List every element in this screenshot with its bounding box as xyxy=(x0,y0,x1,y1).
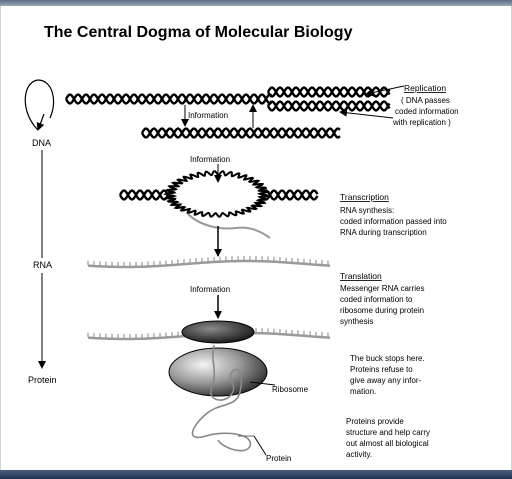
diagram-title: The Central Dogma of Molecular Biology xyxy=(44,24,353,41)
dna-loop-arrowhead xyxy=(36,113,45,131)
dna-loop-arrow xyxy=(24,79,55,131)
helix-strand xyxy=(266,100,391,112)
dna-helix-middle xyxy=(140,127,341,139)
helix-strand xyxy=(140,127,341,139)
proteins-provide-line-2: structure and help carry xyxy=(346,428,430,437)
mrna-strand-upper xyxy=(87,256,331,269)
buck-stops-line-2: Proteins refuse to xyxy=(350,365,413,374)
dna-helix-right-lower xyxy=(266,100,391,112)
dna-helix-transcription-left xyxy=(118,189,172,201)
replication-line-1: ( DNA passes xyxy=(401,96,450,105)
buck-stops-line-1: The buck stops here. xyxy=(350,354,425,363)
replication-heading: Replication xyxy=(404,83,446,93)
dna-helix-right-upper xyxy=(266,86,391,98)
info-label-transcription: Information xyxy=(190,155,230,164)
buck-stops-line-4: mation. xyxy=(350,387,376,396)
protein-chain xyxy=(191,344,251,452)
protein-pointer-line xyxy=(253,435,267,456)
ribosome-label: Ribosome xyxy=(272,385,309,394)
transcription-line-2: coded information passed into xyxy=(340,217,447,226)
axis-label-dna: DNA xyxy=(32,138,51,148)
proteins-provide-line-1: Proteins provide xyxy=(346,417,404,426)
transcription-heading: Transcription xyxy=(340,192,389,202)
translation-line-1: Messenger RNA carries xyxy=(340,284,424,293)
helix-strand xyxy=(64,93,273,105)
ribosome-pointer xyxy=(249,381,276,386)
buck-stops-line-3: give away any infor- xyxy=(350,376,421,385)
transcription-line-3: RNA during transcription xyxy=(340,228,427,237)
helix-strand xyxy=(64,93,273,105)
proteins-provide-line-4: activity. xyxy=(346,450,372,459)
helix-strand xyxy=(140,127,341,139)
helix-strand xyxy=(260,189,319,201)
translation-line-2: coded information to xyxy=(340,295,413,304)
helix-strand xyxy=(260,189,319,201)
nascent-rna-strand xyxy=(187,213,271,239)
helix-strand xyxy=(266,86,391,98)
top-band xyxy=(0,0,512,6)
transcription-bubble-top xyxy=(163,170,271,196)
dna-helix-transcription-right xyxy=(260,189,319,201)
replication-line-3: with replication ) xyxy=(392,118,451,127)
info-label-translation: Information xyxy=(190,285,230,294)
protein-label: Protein xyxy=(266,454,291,463)
replication-pointer-lower xyxy=(339,108,394,119)
replication-pointer-upper xyxy=(365,85,405,97)
dna-helix-top xyxy=(64,93,273,105)
mrna-backbone xyxy=(87,259,331,269)
replication-line-2: coded information xyxy=(395,107,459,116)
helix-strand xyxy=(266,100,391,112)
axis-label-rna: RNA xyxy=(33,260,52,270)
transcription-bubble-bottom xyxy=(163,194,271,218)
ribosome-large-subunit xyxy=(168,347,268,397)
translation-line-3: ribosome during protein xyxy=(340,306,424,315)
info-label-replication: Information xyxy=(188,111,228,120)
translation-line-4: synthesis xyxy=(340,317,373,326)
translation-heading: Translation xyxy=(340,271,382,281)
axis-label-protein: Protein xyxy=(28,375,57,385)
bottom-band xyxy=(0,470,512,479)
transcription-line-1: RNA synthesis: xyxy=(340,206,394,215)
ribosome-small-subunit xyxy=(181,320,255,344)
helix-strand xyxy=(118,189,172,201)
proteins-provide-line-3: out almost all biological xyxy=(346,439,429,448)
